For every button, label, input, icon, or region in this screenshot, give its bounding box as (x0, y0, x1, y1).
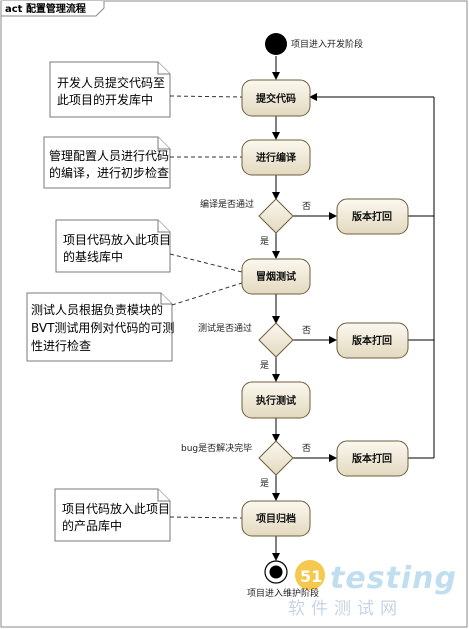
svg-text:项目代码放入此项目: 项目代码放入此项目 (62, 501, 170, 516)
frame-title: act 配置管理流程 (5, 2, 86, 15)
decision-compile-yes: 是 (260, 236, 269, 247)
testing-watermark: 51 testing 软件测试网 (288, 560, 457, 619)
end-label: 项目进入维护阶段 (247, 587, 319, 599)
decision-test-label: 测试是否通过 (198, 322, 252, 334)
action-smoke-test: 冒烟测试 (241, 258, 311, 295)
decision-test-no: 否 (302, 325, 311, 336)
action-rollback-compile: 版本打回 (336, 198, 409, 235)
action-rollback-test: 版本打回 (336, 322, 409, 359)
note-product-repo: 项目代码放入此项目 的产品库中 (54, 488, 171, 542)
decision-test-yes: 是 (260, 360, 269, 371)
svg-text:版本打回: 版本打回 (352, 452, 392, 465)
svg-text:的产品库中: 的产品库中 (62, 518, 122, 533)
svg-text:项目归档: 项目归档 (256, 512, 296, 525)
svg-text:项目代码放入此项目: 项目代码放入此项目 (63, 232, 171, 247)
action-submit-code: 提交代码 (241, 79, 311, 117)
action-run-test: 执行测试 (241, 381, 311, 419)
note-developer-submit: 开发人员提交代码至 此项目的开发库中 (49, 61, 171, 118)
svg-text:测试人员根据负责模块的: 测试人员根据负责模块的 (31, 302, 163, 317)
svg-text:开发人员提交代码至: 开发人员提交代码至 (57, 75, 165, 90)
note-link-3 (169, 253, 243, 273)
svg-text:此项目的开发库中: 此项目的开发库中 (57, 92, 153, 107)
decision-bug-no: 否 (302, 443, 311, 454)
decision-compile-passed (258, 198, 294, 234)
decision-compile-label: 编译是否通过 (200, 198, 254, 210)
decision-compile-no: 否 (302, 201, 311, 212)
decision-test-passed (258, 322, 294, 358)
watermark-brand: testing (330, 561, 457, 596)
note-config-compile: 管理配置人员进行代码 的编译，进行初步检查 (43, 136, 171, 189)
start-label: 项目进入开发阶段 (291, 38, 363, 50)
svg-text:执行测试: 执行测试 (256, 394, 296, 407)
action-compile: 进行编译 (241, 139, 311, 176)
watermark-logo-number: 51 (300, 567, 322, 586)
action-archive: 项目归档 (241, 500, 311, 537)
initial-node (265, 33, 287, 55)
decision-bug-resolved (258, 440, 294, 476)
note-bvt-testing: 测试人员根据负责模块的 BVT测试用例对代码的可测 性进行检查 (26, 292, 174, 362)
decision-bug-label: bug是否解决完毕 (181, 442, 252, 454)
watermark-logo-icon (295, 560, 325, 590)
note-link-1 (169, 95, 243, 98)
svg-text:的基线库中: 的基线库中 (63, 249, 123, 264)
svg-text:进行编译: 进行编译 (256, 151, 297, 164)
final-node (264, 560, 288, 584)
svg-text:版本打回: 版本打回 (352, 334, 392, 347)
svg-text:版本打回: 版本打回 (352, 210, 392, 223)
svg-text:提交代码: 提交代码 (256, 92, 296, 105)
frame-title-tab (0, 1, 105, 17)
svg-text:BVT测试用例对代码的可测: BVT测试用例对代码的可测 (31, 320, 174, 335)
note-link-4 (171, 282, 243, 306)
note-link-5 (169, 516, 243, 519)
decision-bug-yes: 是 (260, 478, 269, 489)
action-rollback-bug: 版本打回 (336, 440, 409, 477)
note-baseline-repo: 项目代码放入此项目 的基线库中 (55, 219, 171, 273)
svg-text:性进行检查: 性进行检查 (31, 338, 91, 353)
watermark-subtitle: 软件测试网 (288, 599, 403, 619)
svg-text:管理配置人员进行代码: 管理配置人员进行代码 (49, 148, 169, 163)
svg-text:冒烟测试: 冒烟测试 (256, 270, 296, 283)
svg-text:的编译，进行初步检查: 的编译，进行初步检查 (49, 165, 169, 180)
